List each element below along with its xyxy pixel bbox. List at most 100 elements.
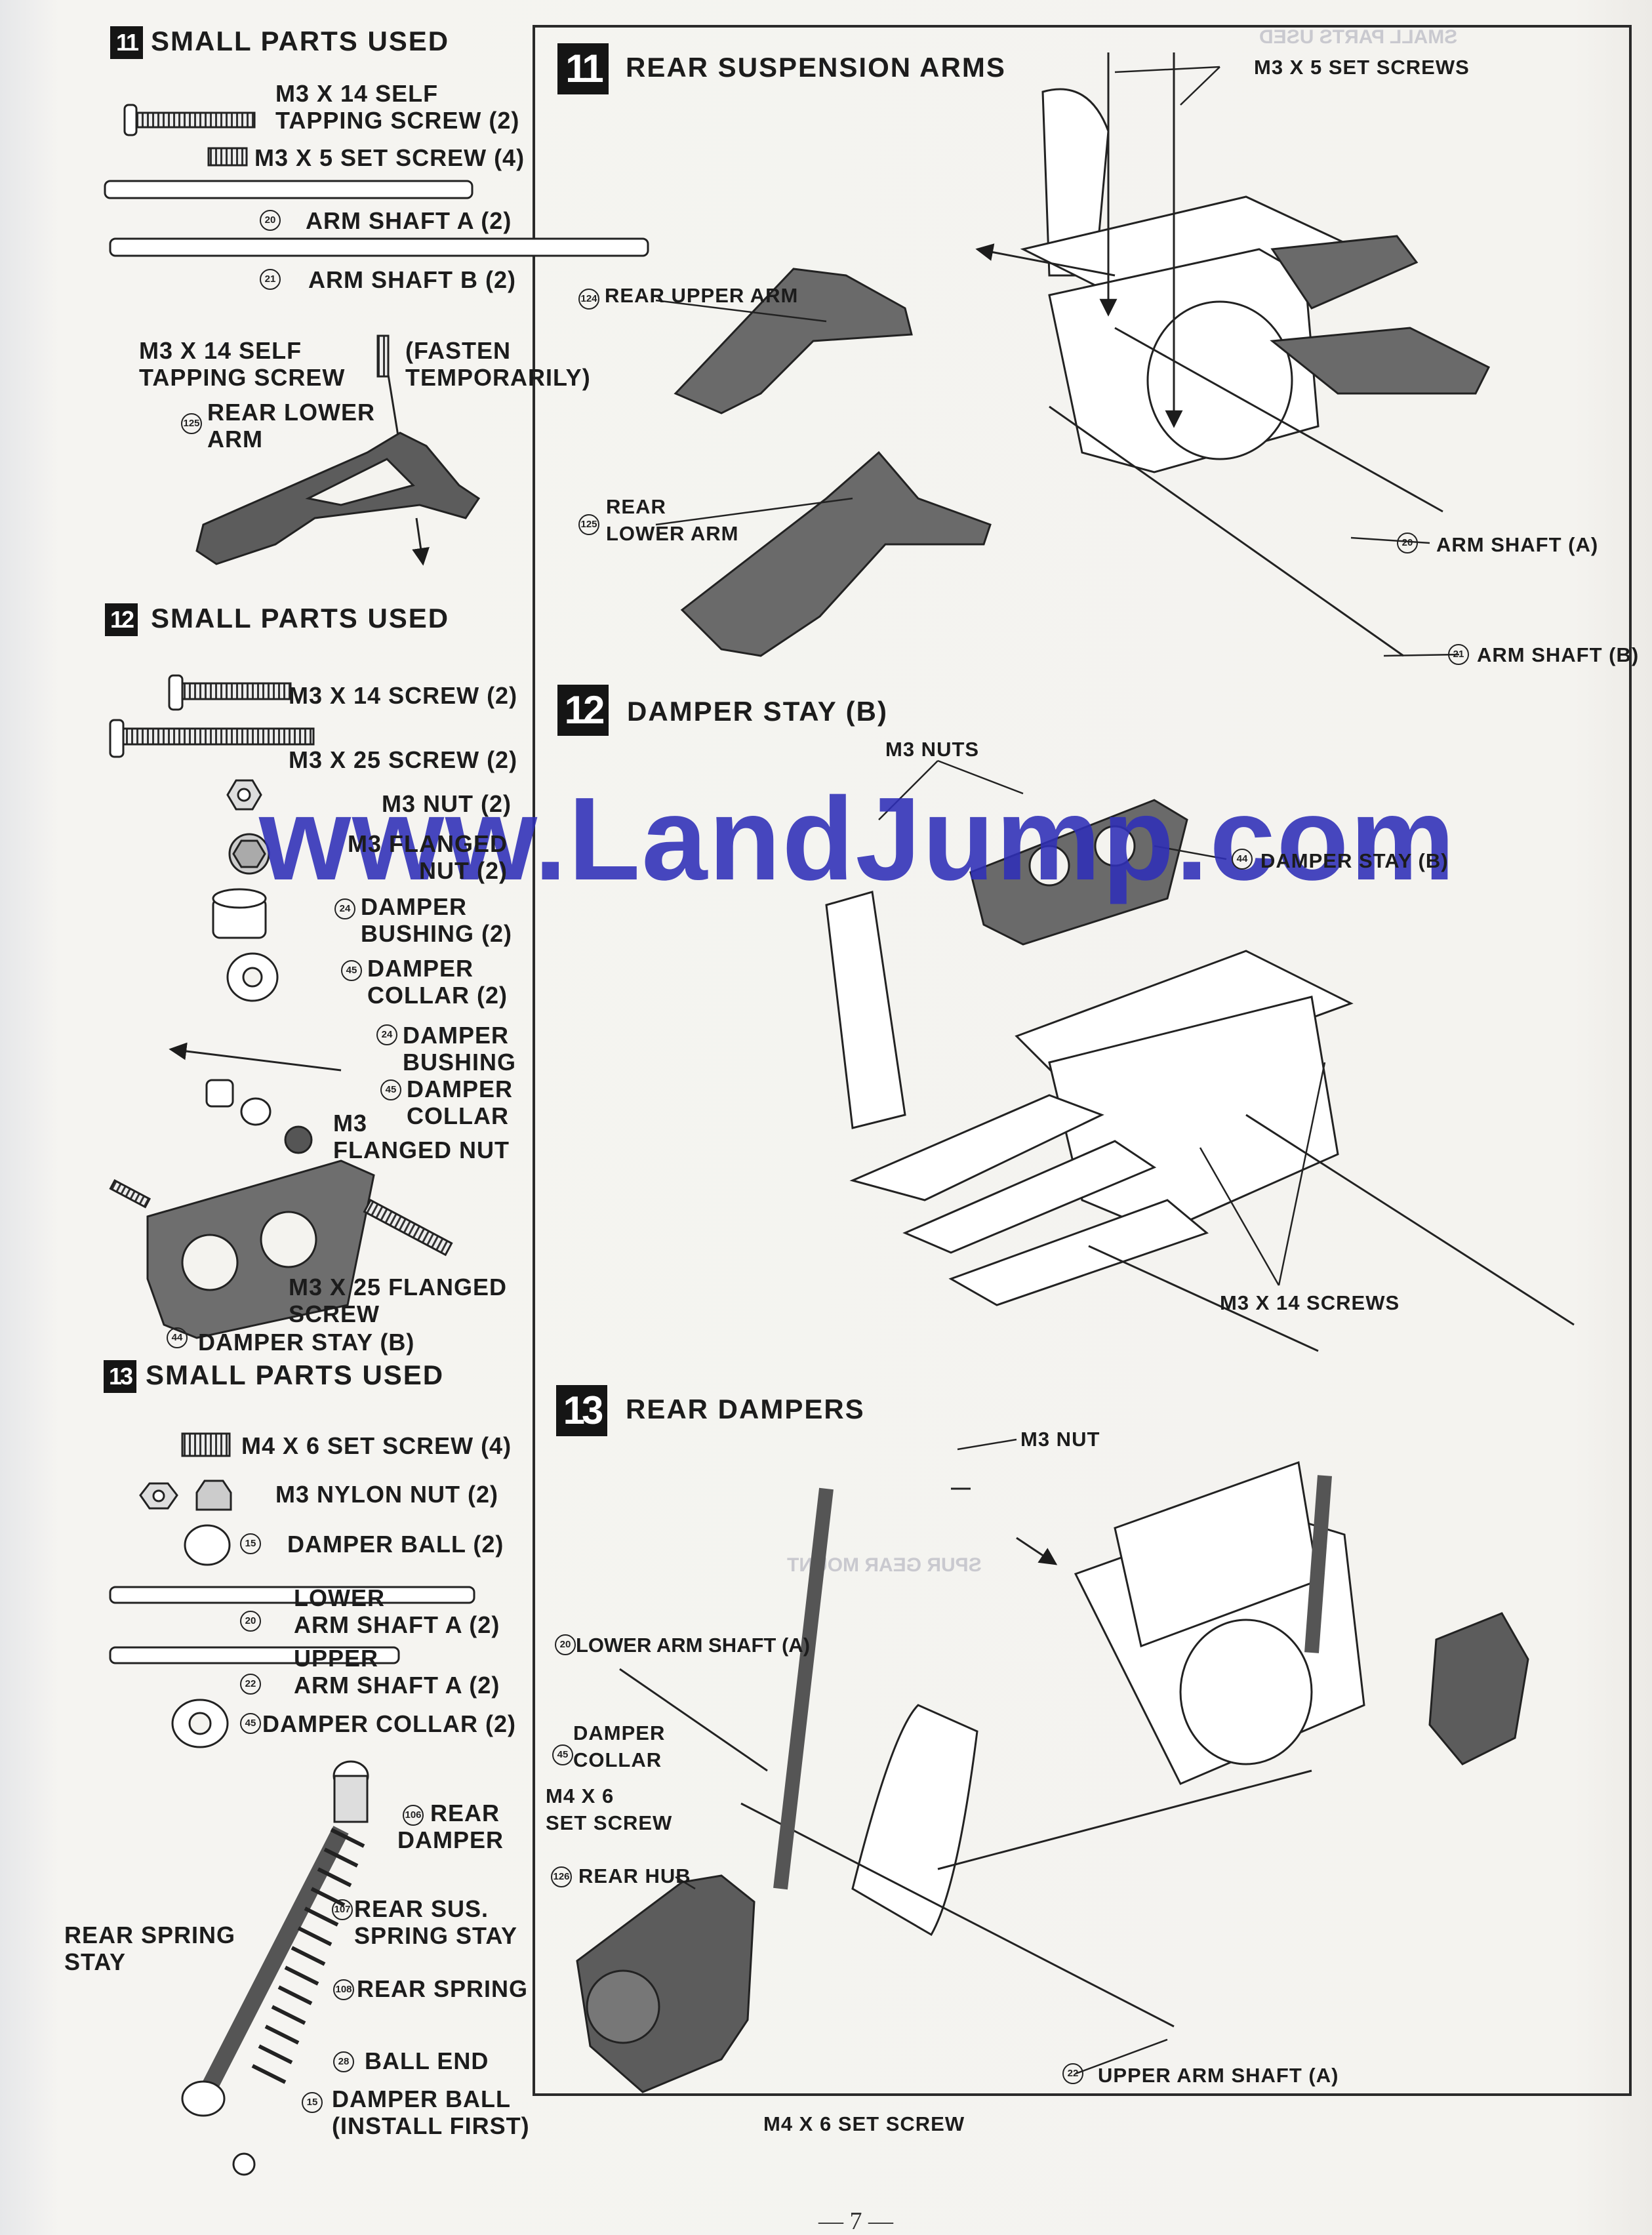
- step-badge-11-large: 11: [557, 43, 609, 94]
- s13-spring-stay-left-label: REAR SPRING STAY: [64, 1922, 236, 1975]
- set-screw-icon: [207, 147, 248, 167]
- s13-hub-label: REAR HUB: [578, 1864, 691, 1887]
- part-number: 44: [167, 1327, 188, 1348]
- s12-detail-screw-label: M3 X 25 FLANGED SCREW: [289, 1274, 508, 1327]
- rear-upper-arm-icon: [674, 268, 913, 414]
- s11-shaft-a-label: ARM SHAFT (A): [1436, 533, 1599, 556]
- step-badge-13-large: 13: [556, 1385, 607, 1436]
- rear-lower-arm-icon: [680, 451, 992, 657]
- s11-set-screws-label: M3 X 5 SET SCREWS: [1254, 56, 1470, 79]
- s11-right-assembly: [674, 52, 1491, 657]
- s11-parts-heading: SMALL PARTS USED: [151, 26, 450, 56]
- s11-arm-shaft-b-label: ARM SHAFT B (2): [308, 266, 516, 293]
- s13-nylon-nut-label: M3 NYLON NUT (2): [275, 1481, 498, 1508]
- s13-ball-end-label: BALL END: [365, 2047, 489, 2074]
- s12-parts-icons: [109, 674, 315, 1002]
- part-number: 20: [240, 1611, 261, 1632]
- step-badge-11: 11: [110, 26, 143, 59]
- part-number: 20: [555, 1634, 576, 1655]
- part-number: 45: [552, 1744, 573, 1765]
- s12-stay-label: DAMPER STAY (B): [1260, 849, 1449, 872]
- s13-upper-shaft-label: UPPER ARM SHAFT (A): [1098, 2064, 1339, 2087]
- part-number: 24: [334, 898, 355, 919]
- s13-damper-detail: [181, 1760, 369, 2176]
- part-number: 126: [551, 1866, 572, 1887]
- part-number: 22: [1062, 2063, 1083, 2084]
- arm-shaft-b-icon: [109, 237, 649, 257]
- part-number: 107: [332, 1899, 353, 1920]
- m4x6-set-screw-icon: [181, 1432, 231, 1457]
- part-number: 125: [181, 413, 202, 434]
- part-number: 22: [240, 1674, 261, 1695]
- s13-collar-label-right: DAMPER COLLAR: [573, 1722, 666, 1771]
- damper-collar-icon: [240, 1097, 272, 1126]
- s13-spring-stay-label: REAR SUS. SPRING STAY: [354, 1895, 518, 1949]
- s11-parts-icons: [104, 104, 649, 257]
- right-panel-frame: [533, 25, 1632, 2096]
- part-number: 24: [376, 1024, 397, 1045]
- part-number: 44: [1232, 849, 1253, 870]
- right-hub-icon: [1428, 1612, 1529, 1765]
- s12-collar-label: DAMPER COLLAR (2): [367, 955, 508, 1009]
- step-badge-13: 13: [104, 1360, 136, 1393]
- s12-nuts-label: M3 NUTS: [885, 738, 980, 761]
- leader-lines: [655, 66, 1460, 2075]
- s12-screws-label: M3 X 14 SCREWS: [1220, 1291, 1400, 1314]
- s13-upper-shaft-label: UPPER ARM SHAFT A (2): [294, 1645, 500, 1699]
- arm-shaft-a-icon: [104, 180, 473, 199]
- part-number: 20: [1397, 533, 1418, 554]
- s12-bushing-label: DAMPER BUSHING (2): [361, 893, 513, 947]
- page-number: — 7 —: [818, 2207, 893, 2235]
- s13-parts-icons: [109, 1432, 475, 1748]
- s13-parts-heading: SMALL PARTS USED: [146, 1359, 445, 1390]
- s13-spring-label: REAR SPRING: [357, 1975, 529, 2002]
- s12-title: DAMPER STAY (B): [627, 696, 888, 727]
- step-badge-12-large: 12: [557, 685, 609, 736]
- s12-flanged-nut-label: M3 FLANGED NUT (2): [348, 830, 508, 884]
- s12-detail-bushing-label: DAMPER BUSHING: [403, 1022, 517, 1076]
- part-number: 45: [341, 960, 362, 981]
- screw25-icon: [109, 719, 125, 758]
- part-number: 21: [260, 269, 281, 290]
- s13-set-screw-label-right: M4 X 6 SET SCREW: [546, 1784, 673, 1834]
- part-number: 45: [380, 1079, 401, 1100]
- s12-right-assembly: [825, 799, 1575, 1352]
- s12-nut-label: M3 NUT (2): [382, 790, 512, 817]
- step-badge-12: 12: [105, 603, 138, 636]
- damper-ball-icon: [184, 1524, 231, 1566]
- part-number: 45: [240, 1713, 261, 1734]
- s11-title: REAR SUSPENSION ARMS: [626, 52, 1006, 83]
- s11-tapping-screw-label: M3 X 14 SELF TAPPING SCREW (2): [275, 80, 520, 134]
- s12-detail-flanged-nut-label: M3 FLANGED NUT: [333, 1110, 510, 1163]
- s11-arm-shaft-a-label: ARM SHAFT A (2): [306, 207, 512, 234]
- s12-screw25-label: M3 X 25 SCREW (2): [289, 746, 518, 773]
- s12-stay-detail: [109, 1042, 453, 1339]
- damper-ball-icon: [232, 2152, 256, 2176]
- s12-detail-stay-label: DAMPER STAY (B): [198, 1329, 415, 1356]
- s11-lower-arm-detail: [195, 334, 481, 566]
- s13-set-screw-label: M4 X 6 SET SCREW (4): [241, 1432, 512, 1459]
- lower-arm-shaft-icon: [109, 1586, 475, 1604]
- part-number: 28: [333, 2051, 354, 2072]
- s13-ball-label: DAMPER BALL (2): [287, 1531, 504, 1558]
- s13-lower-shaft-label: LOWER ARM SHAFT A (2): [294, 1584, 500, 1638]
- part-number: 108: [333, 1979, 354, 2000]
- s13-collar-label: DAMPER COLLAR (2): [262, 1710, 516, 1737]
- part-number: 20: [260, 210, 281, 231]
- s13-nut-label: M3 NUT: [1020, 1428, 1100, 1451]
- s11-shaft-b-label: ARM SHAFT (B): [1477, 643, 1640, 666]
- part-number: 124: [578, 289, 599, 310]
- tapping-screw-icon: [376, 334, 390, 378]
- part-number: 106: [403, 1805, 424, 1826]
- tapping-screw-icon: [123, 104, 138, 136]
- damper-stay-b-icon: [146, 1159, 375, 1339]
- flanged-nut-icon: [284, 1125, 313, 1154]
- upper-arm-shaft-icon: [109, 1646, 400, 1664]
- part-number: 125: [578, 514, 599, 535]
- s13-title: REAR DAMPERS: [626, 1394, 865, 1424]
- s13-set-screw-bottom-label: M4 X 6 SET SCREW: [763, 2112, 965, 2135]
- m3x25-screw-icon: [363, 1198, 453, 1257]
- s13-detail-ball-label: DAMPER BALL (INSTALL FIRST): [332, 2085, 530, 2139]
